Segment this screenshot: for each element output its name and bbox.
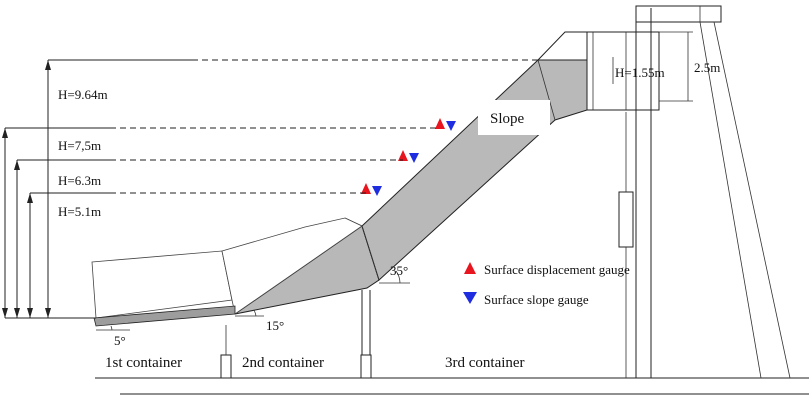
tank-height-label: H=1.55m <box>615 65 665 80</box>
displacement-gauge-marker <box>361 183 371 194</box>
angle-35: 35° <box>379 263 410 284</box>
container-2 <box>221 217 363 315</box>
angle-label-5: 5° <box>114 333 126 348</box>
tower <box>635 5 791 379</box>
displacement-gauge-marker <box>435 118 445 129</box>
tower-dimension: 2.5m <box>659 31 720 102</box>
slope-gauge-marker <box>372 186 382 196</box>
height-label-4: H=5.1m <box>58 204 101 219</box>
angle-15: 15° <box>235 309 284 333</box>
slope-label: Slope <box>490 111 525 127</box>
support-2 <box>360 290 372 379</box>
legend: Surface displacement gauge Surface slope… <box>463 262 630 307</box>
container-label-1: 1st container <box>105 355 182 371</box>
legend-label-displacement: Surface displacement gauge <box>484 262 630 277</box>
tower-height-label: 2.5m <box>694 60 720 75</box>
legend-label-slope: Surface slope gauge <box>484 292 589 307</box>
upper-tank: H=1.55m <box>586 31 665 111</box>
support-1 <box>220 325 232 379</box>
legend-triangle-down-icon <box>463 292 477 304</box>
container-1-floor <box>93 305 236 327</box>
slope-gauge-marker <box>409 153 419 163</box>
angle-label-15: 15° <box>266 318 284 333</box>
height-dimensions <box>2 59 538 319</box>
angle-label-35: 35° <box>390 263 408 278</box>
height-label-1: H=9.64m <box>58 87 108 102</box>
slope-gauge-marker <box>446 121 456 131</box>
legend-triangle-up-icon <box>464 262 476 274</box>
gauge-row-1 <box>435 118 456 131</box>
container-label-3: 3rd container <box>445 355 525 371</box>
angle-5: 5° <box>96 325 130 348</box>
slope-label-box <box>478 100 550 135</box>
displacement-gauge-marker <box>398 150 408 161</box>
container-label-2: 2nd container <box>242 355 324 371</box>
support-3 <box>618 112 634 378</box>
height-label-3: H=6.3m <box>58 173 101 188</box>
gauge-row-3 <box>361 183 382 196</box>
gauge-row-2 <box>398 150 419 163</box>
height-label-2: H=7,5m <box>58 138 101 153</box>
